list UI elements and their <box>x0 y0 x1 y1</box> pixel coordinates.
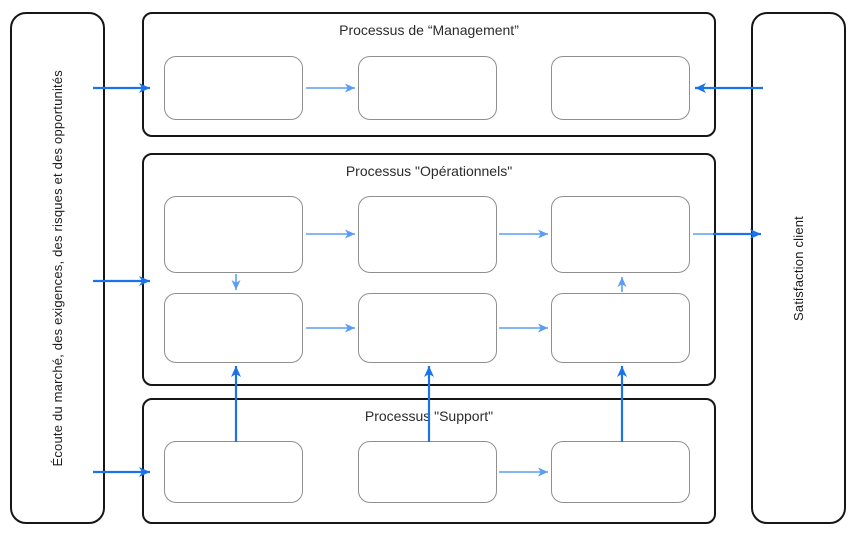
process-box-operational-2 <box>358 196 497 273</box>
customer-satisfaction-bar: Satisfaction client <box>751 12 846 524</box>
process-box-operational-6 <box>551 293 690 363</box>
process-box-operational-3 <box>551 196 690 273</box>
process-box-support-2 <box>358 441 497 503</box>
process-box-management-2 <box>358 56 497 120</box>
section-support: Processus "Support" <box>142 398 716 524</box>
process-box-support-3 <box>551 441 690 503</box>
process-box-operational-1 <box>164 196 303 273</box>
section-management: Processus de “Management” <box>142 12 716 137</box>
process-box-management-1 <box>164 56 303 120</box>
market-listening-bar: Écoute du marché, des exigences, des ris… <box>10 12 105 524</box>
section-operationnels: Processus "Opérationnels" <box>142 153 716 386</box>
process-box-support-1 <box>164 441 303 503</box>
section-support-title: Processus "Support" <box>364 408 494 424</box>
process-box-operational-4 <box>164 293 303 363</box>
process-box-management-3 <box>551 56 690 120</box>
customer-satisfaction-label: Satisfaction client <box>791 215 806 321</box>
section-management-title: Processus de “Management” <box>339 22 519 38</box>
market-listening-label: Écoute du marché, des exigences, des ris… <box>50 69 65 467</box>
process-box-operational-5 <box>358 293 497 363</box>
section-operationnels-title: Processus "Opérationnels" <box>345 163 513 179</box>
